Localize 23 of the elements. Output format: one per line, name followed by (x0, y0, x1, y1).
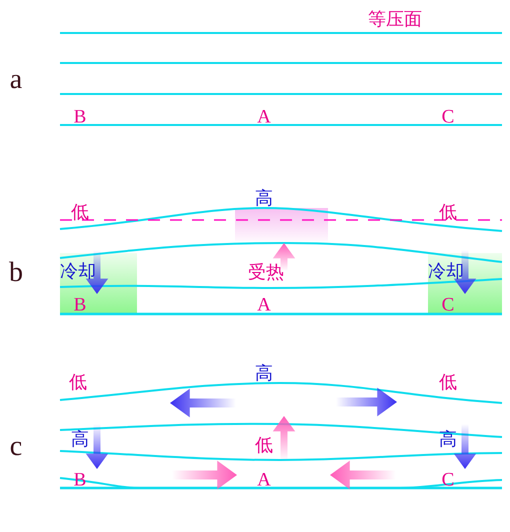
panel-label: a (10, 66, 22, 94)
pressure-label: 高 (255, 365, 273, 383)
cooling-label: 冷却 (428, 263, 464, 281)
pressure-label: 高 (71, 431, 89, 449)
pressure-label: 高 (439, 431, 457, 449)
pressure-label: 低 (439, 204, 457, 222)
panel-label: c (10, 433, 22, 461)
pressure-label: 低 (71, 204, 89, 222)
isobar-label: 等压面 (368, 11, 422, 29)
heating-label: 受热 (248, 264, 284, 282)
pressure-label: 低 (439, 374, 457, 392)
point-label: C (442, 296, 454, 314)
point-label: A (257, 296, 271, 314)
point-label: A (257, 470, 271, 490)
point-label: C (442, 108, 454, 126)
pressure-label: 低 (69, 374, 87, 392)
point-label: B (74, 296, 86, 314)
panel-label: b (9, 259, 23, 287)
pressure-label: 高 (255, 190, 273, 208)
pressure-label: 低 (255, 437, 273, 455)
point-label: B (74, 108, 86, 126)
cooling-label: 冷却 (60, 263, 96, 281)
point-label: A (257, 108, 271, 126)
